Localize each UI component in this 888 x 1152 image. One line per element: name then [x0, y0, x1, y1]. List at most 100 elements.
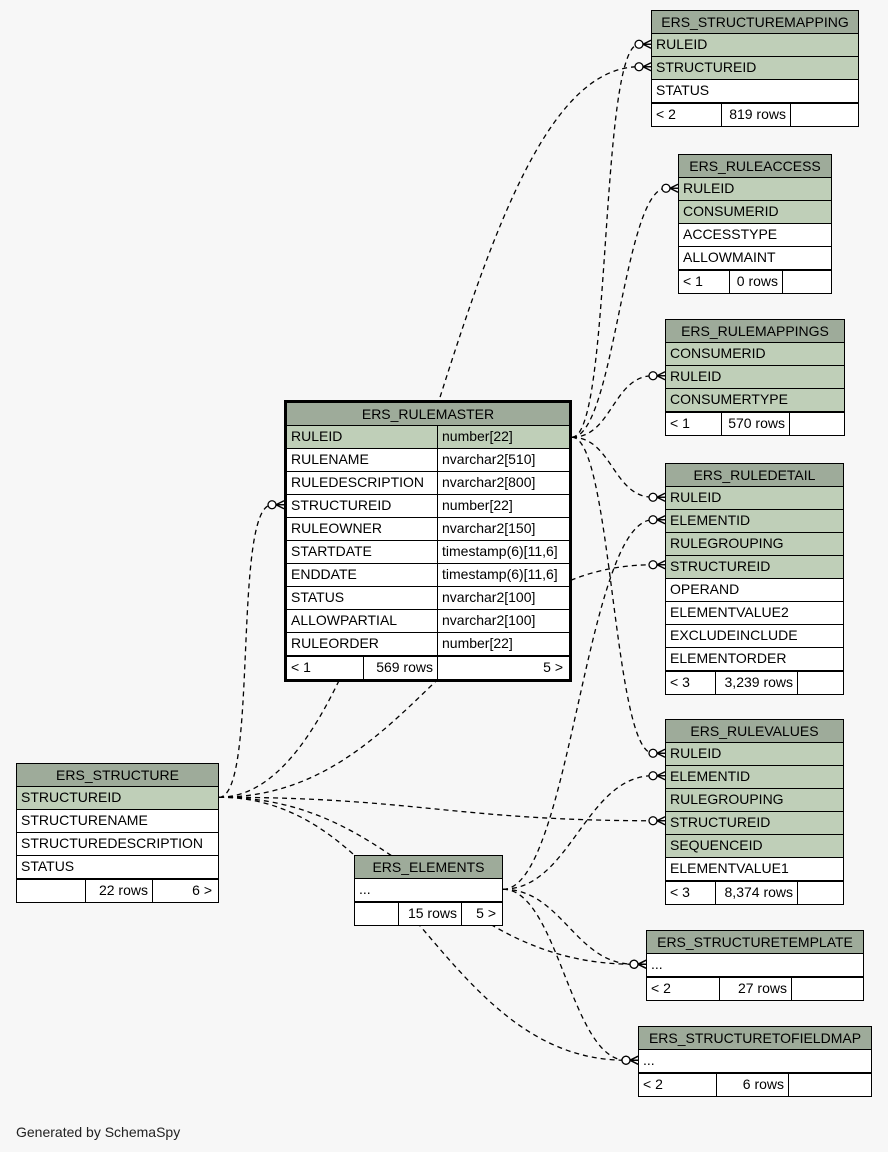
- column-row[interactable]: STATUS: [652, 80, 858, 103]
- column-name: RULEID: [683, 180, 735, 196]
- column-row[interactable]: RULEID: [666, 743, 843, 766]
- table-title[interactable]: ERS_RULEMASTER: [287, 403, 569, 426]
- table-title[interactable]: ERS_RULEACCESS: [679, 155, 831, 178]
- row-count: 15 rows: [399, 903, 462, 925]
- column-row[interactable]: STRUCTURENAME: [17, 810, 218, 833]
- table-title[interactable]: ERS_RULEMAPPINGS: [666, 320, 844, 343]
- parents-count: [17, 880, 86, 902]
- column-row[interactable]: CONSUMERID: [666, 343, 844, 366]
- children-count: [790, 413, 844, 435]
- column-row[interactable]: ...: [647, 954, 863, 977]
- column-name: RULEID: [670, 745, 722, 761]
- crowfoot-marker: [267, 500, 285, 510]
- table-title[interactable]: ERS_RULEVALUES: [666, 720, 843, 743]
- column-row[interactable]: STRUCTUREID: [666, 556, 843, 579]
- crowfoot-marker: [661, 183, 679, 193]
- column-row[interactable]: RULEGROUPING: [666, 533, 843, 556]
- column-type: nvarchar2[100]: [442, 589, 536, 605]
- column-row[interactable]: ...: [355, 879, 502, 902]
- column-type: number[22]: [442, 428, 513, 444]
- column-row[interactable]: ELEMENTORDER: [666, 648, 843, 671]
- parents-count: < 1: [666, 413, 722, 435]
- column-row[interactable]: ...: [639, 1050, 871, 1073]
- column-name: STRUCTUREID: [287, 495, 438, 517]
- column-name: ELEMENTID: [670, 512, 751, 528]
- table-title[interactable]: ERS_STRUCTUREMAPPING: [652, 11, 858, 34]
- relationship-edge: [502, 519, 654, 890]
- column-row[interactable]: RULEID: [679, 178, 831, 201]
- row-count: 0 rows: [730, 271, 783, 293]
- crowfoot-marker: [629, 959, 647, 969]
- column-row[interactable]: EXCLUDEINCLUDE: [666, 625, 843, 648]
- column-row[interactable]: CONSUMERTYPE: [666, 389, 844, 412]
- table-title[interactable]: ERS_STRUCTURE: [17, 764, 218, 787]
- column-row[interactable]: STRUCTUREID: [666, 812, 843, 835]
- parents-count: < 1: [287, 657, 364, 679]
- children-count: [798, 882, 843, 904]
- column-row[interactable]: ELEMENTID: [666, 766, 843, 789]
- column-row[interactable]: STATUS: [17, 856, 218, 879]
- column-row[interactable]: ELEMENTVALUE1: [666, 858, 843, 881]
- column-row[interactable]: RULEID: [652, 34, 858, 57]
- column-row[interactable]: RULEID: [666, 366, 844, 389]
- column-row[interactable]: OPERAND: [666, 579, 843, 602]
- parents-count: [355, 903, 399, 925]
- column-name: STRUCTUREDESCRIPTION: [21, 835, 204, 851]
- row-count: 8,374 rows: [716, 882, 798, 904]
- column-type: number[22]: [442, 497, 513, 513]
- column-row[interactable]: ELEMENTID: [666, 510, 843, 533]
- row-count: 570 rows: [722, 413, 790, 435]
- table-ruleaccess[interactable]: ERS_RULEACCESS RULEID CONSUMERID ACCESSTYPE…: [678, 154, 832, 294]
- children-count: [791, 104, 858, 126]
- column-row[interactable]: RULEID: [666, 487, 843, 510]
- column-row[interactable]: ACCESSTYPE: [679, 224, 831, 247]
- table-title[interactable]: ERS_STRUCTURETEMPLATE: [647, 931, 863, 954]
- column-row[interactable]: CONSUMERID: [679, 201, 831, 224]
- column-type: nvarchar2[800]: [442, 474, 536, 490]
- column-row[interactable]: STRUCTUREID: [17, 787, 218, 810]
- table-title[interactable]: ERS_ELEMENTS: [355, 856, 502, 879]
- column-name: STATUS: [21, 858, 75, 874]
- row-count: 22 rows: [86, 880, 153, 902]
- column-name: RULEID: [656, 36, 708, 52]
- column-row[interactable]: STRUCTUREDESCRIPTION: [17, 833, 218, 856]
- column-type: nvarchar2[100]: [442, 612, 536, 628]
- column-row[interactable]: ALLOWMAINT: [679, 247, 831, 270]
- column-name: CONSUMERID: [683, 203, 779, 219]
- relationship-edge: [571, 375, 654, 438]
- column-row[interactable]: RULEGROUPING: [666, 789, 843, 812]
- column-name: RULENAME: [287, 449, 438, 471]
- table-title[interactable]: ERS_RULEDETAIL: [666, 464, 843, 487]
- children-count: [789, 1074, 871, 1096]
- column-row[interactable]: ELEMENTVALUE2: [666, 602, 843, 625]
- column-row[interactable]: STRUCTUREID: [652, 57, 858, 80]
- table-title[interactable]: ERS_STRUCTURETOFIELDMAP: [639, 1027, 871, 1050]
- column-name: SEQUENCEID: [670, 837, 763, 853]
- column-row[interactable]: SEQUENCEID: [666, 835, 843, 858]
